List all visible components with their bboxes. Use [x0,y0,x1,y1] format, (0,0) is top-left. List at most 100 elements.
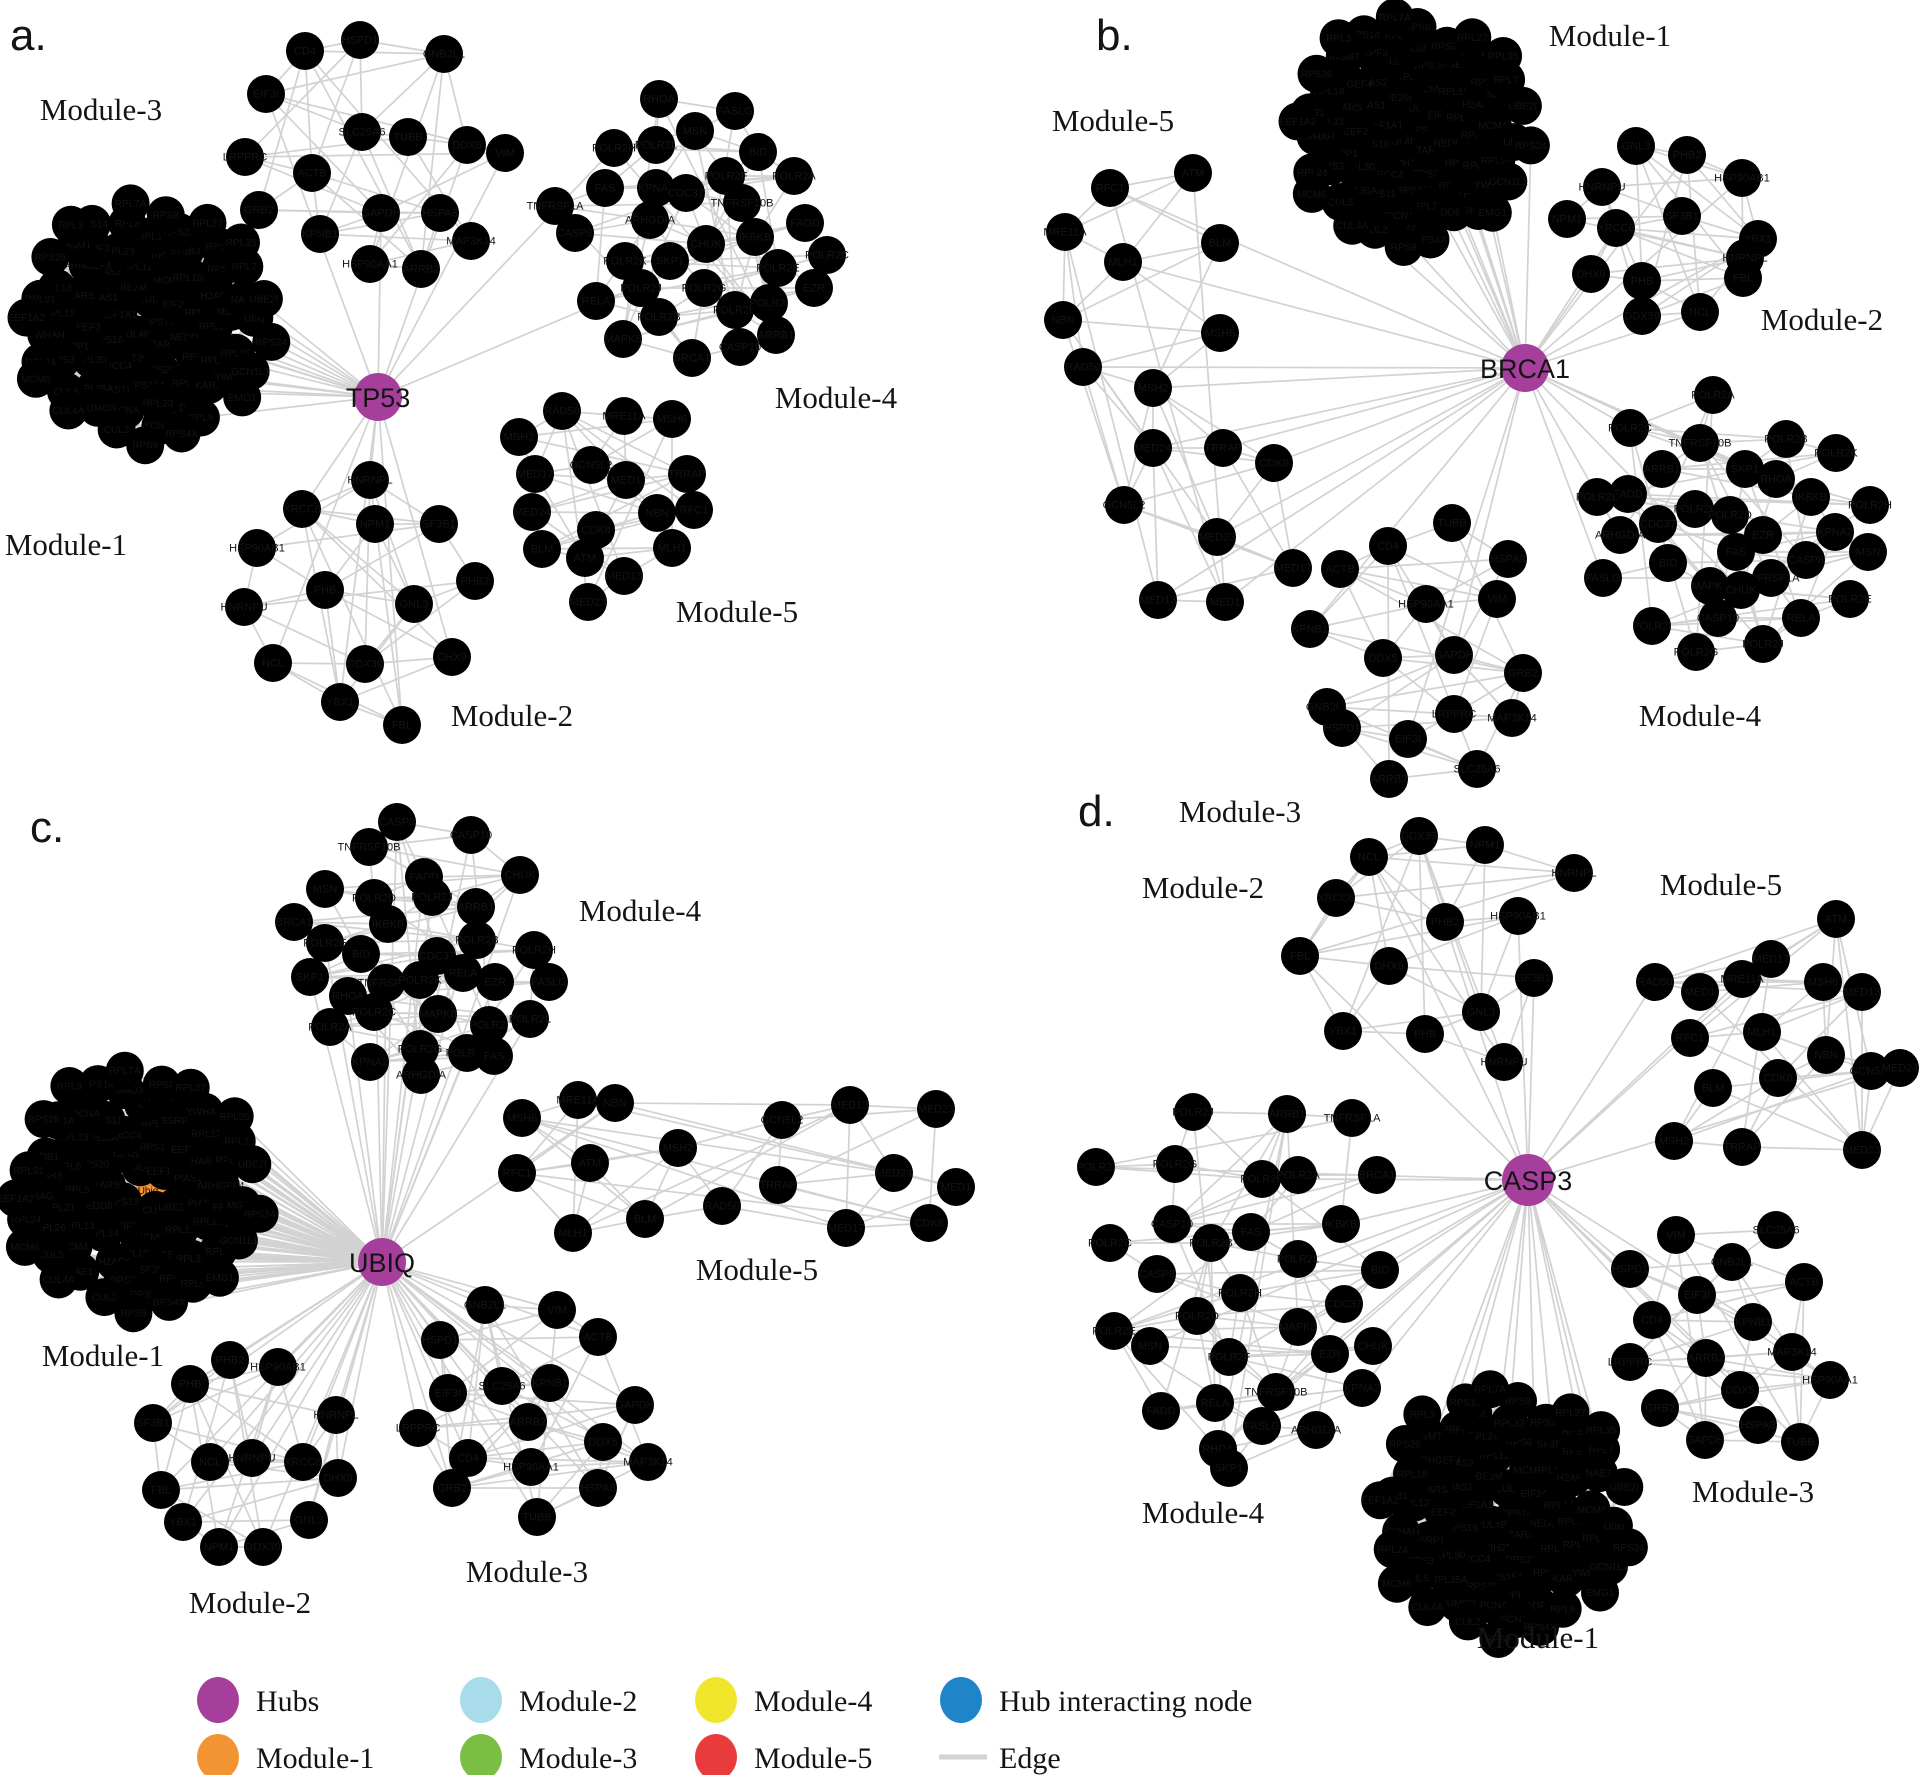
node-label: CUL2 [92,1293,118,1304]
hub-label: CASP3 [1484,1166,1573,1196]
node-label: PHB [314,585,337,597]
node-label: NPM1 [360,519,391,531]
node-label: PHB [1414,1029,1437,1041]
node-label: CD4 [1641,1315,1663,1327]
node-label: TNFRSF10B [1245,1387,1308,1399]
node-label: CD4 [294,46,316,58]
node-label: RPS8 [1505,1397,1532,1408]
node-label: DDX5 [1725,1385,1754,1397]
node-label: SF3B1 [422,519,456,531]
node-label: TRRAP [668,469,705,481]
node-label: POLR2L [1277,1254,1319,1266]
node-label: MAPK8 [604,334,641,346]
node-label: POLR2A [772,171,816,183]
node-label: UBE2I [249,295,278,306]
node-label: HSP90AA1 [342,259,398,271]
node-label: RFC1 [680,505,709,517]
node-label: RAD50 [544,406,579,418]
node-label: TNFRSF10B [711,198,774,210]
node-label: RPL31 [13,1166,44,1177]
node-label: PHB [179,1379,202,1391]
legend-label: Edge [999,1742,1061,1775]
module-label-m2-c: Module-2 [189,1585,311,1620]
node-label: FASLG [531,977,566,989]
module-label-m4-c: Module-4 [579,893,702,928]
node-label: BRCA1 [1359,1170,1396,1182]
node-label: POLR2G [1153,1159,1198,1171]
node-label: NBN [603,1098,626,1110]
node-label: FASLG [717,106,752,118]
node-label: RPL27 [1457,33,1488,44]
node-label: EEF1A2 [1279,117,1317,128]
node-label: RELA [1787,613,1816,625]
panel-letter-b: b. [1096,11,1133,60]
node-label: ARHGDIA [1291,1425,1342,1437]
node-label: RPL7 [1494,75,1519,86]
node-label: MAP3K14 [446,236,496,248]
node-label: HSPA8 [422,208,457,220]
node-label: MED1 [611,475,642,487]
node-label: MED13 [832,1100,869,1112]
node-label: ARRB1 [1644,464,1681,476]
node-label: ARRB1 [758,330,795,342]
node-label: CDC37 [668,188,704,200]
node-label: MED23 [1199,532,1236,544]
node-label: CUL4A [42,1275,75,1286]
node-label: POLR2H [512,945,556,957]
node-label: GAPDH [1434,650,1473,662]
node-label: XRCC6 [1317,893,1354,905]
node-label: POLR2L [1576,492,1618,504]
hub-label: TP53 [346,383,411,413]
node-label: TUBB [1437,518,1466,530]
node-label: EEF1A2 [8,313,46,324]
node-label: GRB2 [244,205,274,217]
module-label-m2-b: Module-2 [1761,302,1883,337]
node-label: POLR2G [682,283,727,295]
node-label: MSH2 [663,1143,694,1155]
node-label: HSP90AA1 [1802,1375,1858,1387]
node-label: GAPDH [1685,1435,1724,1447]
node-label: RPL7 [224,1137,249,1148]
node-label: BLM [1209,238,1232,250]
node-label: FAS [595,183,616,195]
node-label: POLR2K [1814,448,1858,460]
module-label-m5-a: Module-5 [676,594,798,629]
node-label: SKP1 [1215,1463,1243,1475]
node-label: ACTB [1325,564,1354,576]
node-label: RPL27 [1555,1408,1586,1419]
node-label: RPS26 [35,253,67,264]
node-label: RAD50 [1065,362,1100,374]
node-label: POLR2K [603,256,647,268]
node-label: VIM [1487,594,1507,606]
node-label: POLR2K [398,975,442,987]
node-label: GRB2 [1508,668,1538,680]
node-label: VIM [1666,1230,1686,1242]
node-label: ARHGDIA [396,1070,447,1082]
legend-label: Module-4 [754,1685,872,1718]
node-label: DHX9 [437,652,466,664]
node-label: EIF3I [1395,734,1421,746]
node-label: LRPPRC [1608,1357,1653,1369]
node-label: MED13 [606,571,643,583]
node-label: ARHGDIA [1595,530,1646,542]
node-label: IKBKB [1795,492,1827,504]
node-label: MCM6 [10,1242,40,1253]
node-label: RPS24 [244,1209,276,1220]
node-label: HSPD1 [342,35,379,47]
node-label: CHUK [1357,1341,1389,1353]
node-label: CASP8 [1139,1269,1175,1281]
node-label: CUL4A [52,406,85,417]
node-label: RPS26 [1301,69,1333,80]
module-label-m3-a: Module-3 [40,92,162,127]
node-label: FBL [151,1485,171,1497]
node-label: RELA [449,968,478,980]
node-label: CHUK [690,239,722,251]
node-label: IKBKB [372,919,404,931]
node-label: RPS24 [1613,1543,1645,1554]
node-label: MSH2 [1659,1136,1690,1148]
node-label: ARRB2 [1371,774,1408,786]
node-label: RPS9 [1391,243,1418,254]
module-label-m1-c: Module-1 [42,1338,164,1373]
node-label: MSN [683,126,708,138]
node-label: POLR2D [352,893,396,905]
